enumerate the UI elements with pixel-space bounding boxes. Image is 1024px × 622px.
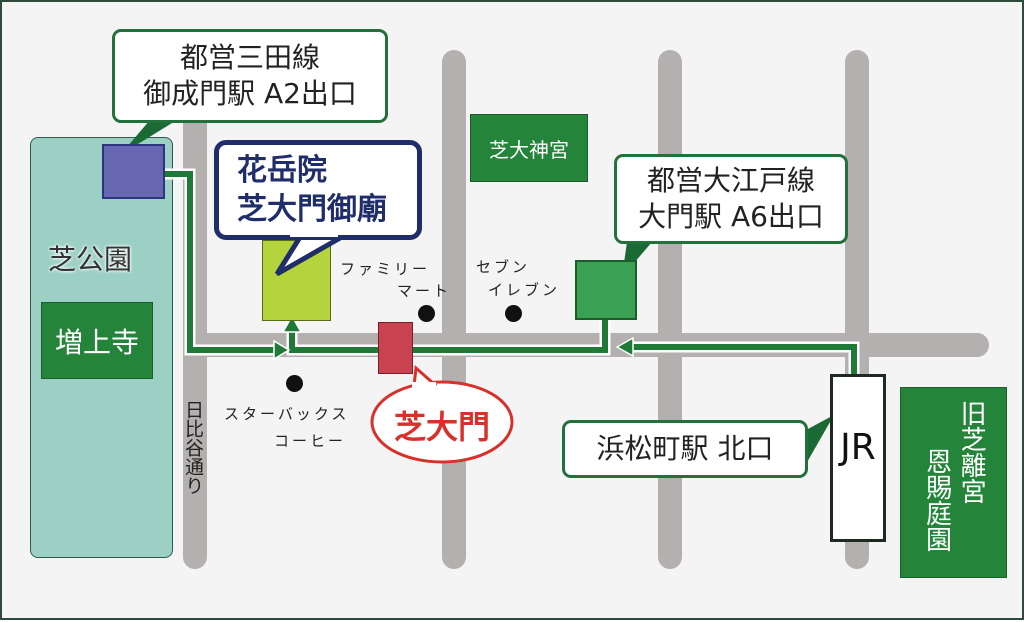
familymart-marker [418,305,435,322]
seven-eleven-label-1: セブン [476,258,531,276]
hamamatsucho-exit-name: 浜松町駅 北口 [596,431,774,465]
mita-exit-callout: 都営三田線 御成門駅 A2出口 [112,29,388,123]
shiba-daijingu: 芝大神宮 [470,114,588,182]
shibadaimon-marker [378,322,413,374]
zojoji: 増上寺 [41,302,153,379]
starbucks-marker [286,375,303,392]
familymart-label-2: マート [397,282,452,300]
oedo-line-name: 都営大江戸線 [646,163,815,197]
seven-eleven-marker [505,305,522,322]
mita-line-name: 都営三田線 [179,40,320,74]
starbucks-label-2: コーヒー [274,432,347,450]
seven-eleven-label-2: イレブン [488,281,561,299]
arrow-right [273,339,291,361]
oedo-line-exit-a6 [575,260,637,320]
shibadaimon-label: 芝大門 [393,408,490,446]
jr-label: JR [840,427,876,468]
garden-name-1: 旧芝離宮 [956,400,987,504]
kyu-shiba-rikyu-garden: 旧芝離宮 恩賜庭園 [900,387,1007,578]
garden-name-2: 恩賜庭園 [921,448,952,552]
daimon-exit-name: 大門駅 A6出口 [638,200,824,233]
oedo-exit-callout: 都営大江戸線 大門駅 A6出口 [614,154,848,244]
temple-callout: 花岳院 芝大門御廟 [214,140,422,240]
arrow-up [281,314,303,333]
shiba-park-label: 芝公園 [48,243,133,276]
starbucks-label-1: スターバックス [224,405,350,423]
hamamatsucho-exit-callout: 浜松町駅 北口 [562,420,808,478]
tail-joint [290,231,338,237]
jr-hamamatsucho-station [830,374,886,542]
temple-subname: 芝大門御廟 [237,192,387,227]
arrow-left [615,336,634,358]
temple-name: 花岳院 [237,153,327,188]
onarimon-exit-name: 御成門駅 A2出口 [143,77,357,110]
familymart-label-1: ファミリー [340,260,431,278]
mita-line-exit-a2 [102,144,165,199]
hibiya-dori-label: 日比谷通り [182,400,204,495]
